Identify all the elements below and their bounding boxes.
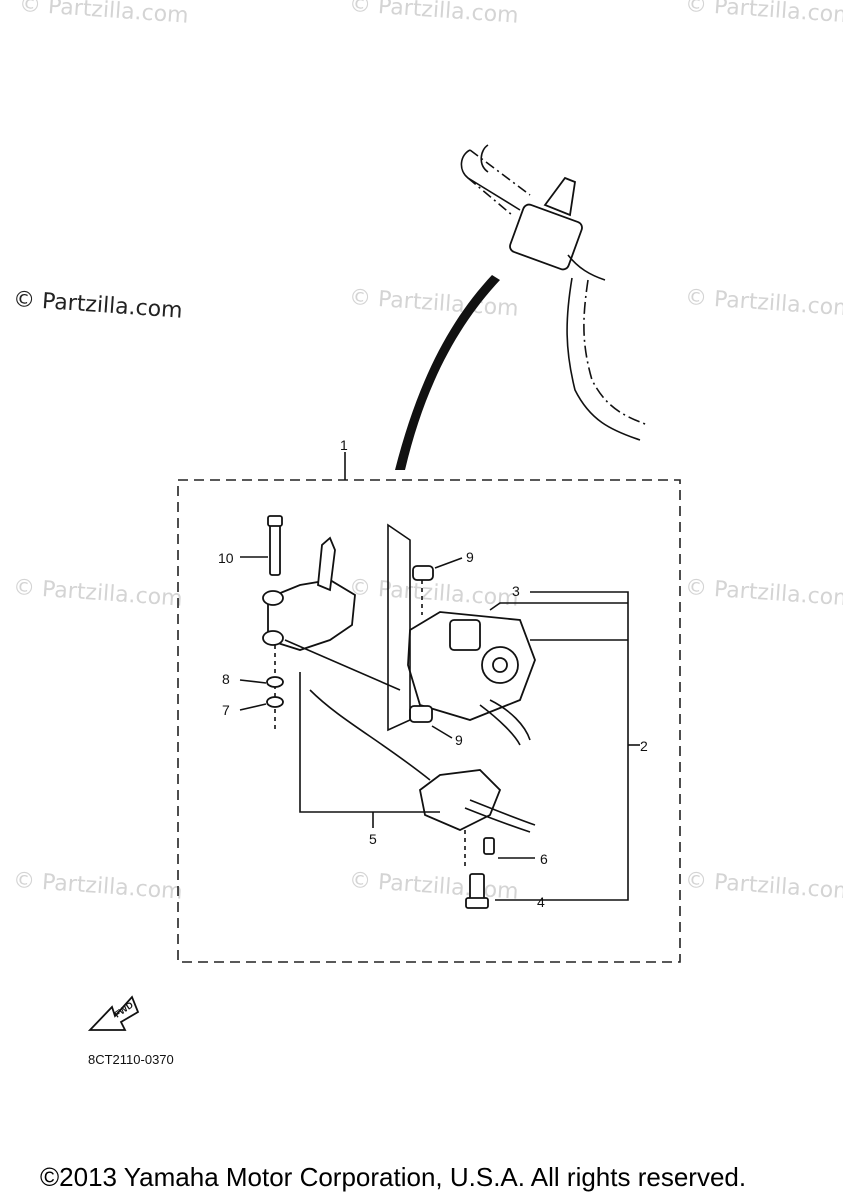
callout-6: 6 xyxy=(540,851,548,867)
callout-leaders xyxy=(239,556,640,901)
assembly-boundary xyxy=(177,479,681,963)
callout-4: 4 xyxy=(537,894,545,910)
callout-8: 8 xyxy=(222,671,230,687)
copyright-notice: ©2013 Yamaha Motor Corporation, U.S.A. A… xyxy=(40,1162,747,1192)
diagram-code: 8CT2110-0370 xyxy=(88,1052,174,1067)
lever-bracket xyxy=(262,515,401,730)
callout-7: 7 xyxy=(222,702,230,718)
callout-1: 1 xyxy=(340,437,348,453)
callout-9-top: 9 xyxy=(466,549,474,565)
handlebar-illustration xyxy=(395,144,649,470)
switch-unit xyxy=(309,689,536,909)
callout-3: 3 xyxy=(512,583,520,599)
throttle-housing xyxy=(407,565,536,746)
callout-2: 2 xyxy=(640,738,648,754)
callout-10: 10 xyxy=(218,550,234,566)
fwd-arrow-icon xyxy=(87,995,140,1031)
callout-5: 5 xyxy=(369,831,377,847)
callout-9-bottom: 9 xyxy=(455,732,463,748)
